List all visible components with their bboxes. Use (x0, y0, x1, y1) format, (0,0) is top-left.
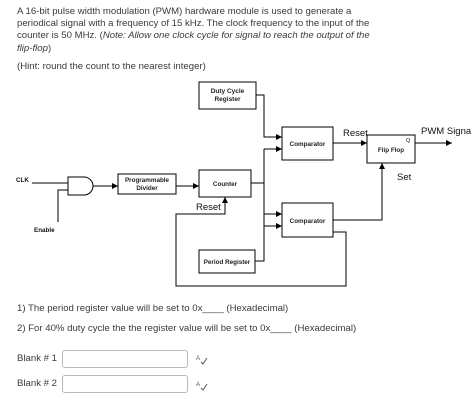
comparator-bottom-label: Comparator (290, 218, 326, 225)
set-ff-label: Set (397, 172, 412, 183)
reset-counter-label: Reset (196, 202, 221, 213)
period-register-label: Period Register (204, 259, 251, 266)
question-note: Note: Allow one clock cycle for signal t… (102, 30, 370, 42)
flip-flop-box (366, 134, 416, 164)
blank-2-label: Blank # 2 (17, 378, 58, 389)
question-note-end: flip-flop (17, 42, 48, 54)
question-line-3-text: counter is 50 MHz. ( (17, 30, 103, 42)
wires (32, 94, 452, 287)
pwm-block-diagram: Duty Cycle Register Comparator Comparato… (16, 81, 472, 287)
svg-text:A: A (196, 356, 200, 362)
duty-cycle-register-label-2: Register (214, 96, 240, 103)
spellcheck-icon[interactable]: A (196, 353, 208, 365)
question-2: 2) For 40% duty cycle the the register v… (17, 323, 357, 334)
comparator-bottom-box (281, 202, 334, 238)
reset-ff-label: Reset (343, 128, 368, 139)
question-line-2: periodical signal with a frequency of 15… (17, 18, 370, 30)
question-line-4-end: ) (47, 42, 52, 54)
programmable-divider-label-1: Programmable (125, 177, 170, 184)
spellcheck-icon[interactable]: A (196, 379, 208, 391)
blank-2-input[interactable] (62, 375, 188, 393)
flip-flop-label: Flip Flop (378, 147, 404, 154)
question-text: A 16-bit pulse width modulation (PWM) ha… (17, 6, 457, 55)
programmable-divider-box (117, 173, 177, 195)
question-1: 1) The period register value will be set… (17, 303, 289, 314)
blank-1-input[interactable] (62, 350, 188, 368)
hint-text: (Hint: round the count to the nearest in… (17, 61, 206, 72)
enable-label: Enable (34, 227, 55, 234)
flip-flop-q-label: Q (406, 138, 411, 144)
comparator-top-label: Comparator (290, 141, 326, 148)
clk-label: CLK (16, 177, 29, 184)
question-line-3: counter is 50 MHz. (Note: Allow one cloc… (17, 30, 457, 42)
question-line-1: A 16-bit pulse width modulation (PWM) ha… (17, 6, 352, 17)
svg-text:A: A (196, 382, 200, 388)
blank-1-label: Blank # 1 (17, 353, 58, 364)
and-gate-symbol (67, 176, 94, 196)
counter-label: Counter (213, 181, 238, 188)
duty-cycle-register-box (198, 81, 257, 110)
pwm-signal-label: PWM Signa (421, 126, 472, 137)
programmable-divider-label-2: Divider (136, 185, 158, 192)
duty-cycle-register-label-1: Duty Cycle (211, 88, 245, 95)
question-line-4: flip-flop) (17, 43, 457, 55)
